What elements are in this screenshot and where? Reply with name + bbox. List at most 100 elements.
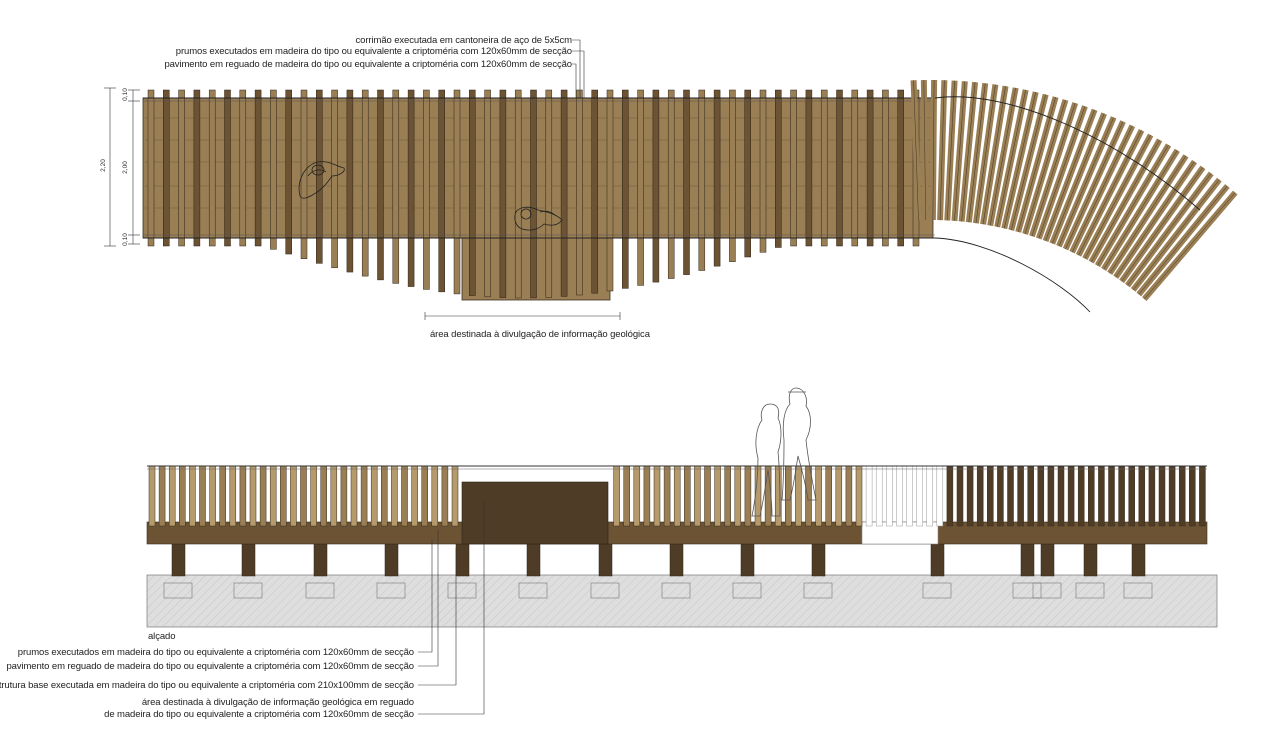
plan-curved-section [910,79,1238,313]
plan-post [407,89,415,287]
plan-post [392,89,400,284]
elevation-post [845,465,853,527]
footing [803,582,833,599]
elevation-post [926,465,933,527]
elevation-post [785,465,792,527]
curved-board-edge [1071,125,1133,253]
elevation-post [1199,465,1206,527]
elevation-post [1007,465,1014,527]
elevation-post [613,465,620,527]
plan-callout-deck: pavimento em reguado de madeira do tipo … [164,59,572,70]
elevation-post [865,465,873,527]
plan-post [713,89,721,267]
plan-post [316,89,323,264]
person-figure-plan-2 [514,206,563,231]
curved-board-edge [961,82,976,222]
plan-post [882,89,889,247]
elevation-post [916,465,923,527]
pier [1040,543,1055,577]
footing [518,582,548,599]
curved-board-edge [1017,97,1056,233]
elevation-post [451,465,459,527]
elevation-post [976,465,984,527]
pier [598,543,613,577]
elevation-post [1148,465,1156,527]
elevation-post [1037,465,1045,527]
elevation-post [320,465,327,527]
plan-post [683,89,690,275]
elevation-post [239,465,247,527]
elevation-post [411,465,418,527]
plan-post [576,89,583,296]
plan-post [652,89,660,283]
elevation-callout-posts: prumos executados em madeira do tipo ou … [17,647,414,658]
pier [384,543,399,577]
elevation-post [259,465,267,527]
elevation-post [896,465,903,527]
elevation-post [148,465,156,527]
elevation-post [249,465,257,527]
elevation-post [189,465,196,527]
elevation-post [1098,465,1105,527]
elevation-post [694,465,701,527]
elevation-post [401,465,408,527]
elevation-post [1128,465,1135,527]
elevation-post [421,465,428,527]
elevation-post [219,465,226,527]
footing [1075,582,1105,599]
plan-post [453,89,461,295]
elevation-post [350,465,358,527]
plan-post [606,89,614,292]
plan-callout-posts: prumos executados em madeira do tipo ou … [175,46,572,57]
elevation-post [936,465,944,527]
footing [590,582,620,599]
plan-post [836,89,843,247]
plan-post [346,89,354,273]
curved-board-edge [1004,92,1036,229]
pier [811,543,826,577]
elevation-post [875,465,883,527]
pier [1083,543,1098,577]
curved-board-edge [923,80,926,221]
elevation-post [1168,465,1176,527]
plan-post [729,89,736,262]
footing [1012,582,1042,599]
elevation-post [209,465,216,527]
pier [740,543,755,577]
plan-post [805,89,813,247]
plan-post [224,89,231,247]
elevation-post [1158,465,1166,527]
dimension-top-rail: 0,10 [121,88,129,101]
plan-post [469,89,476,296]
curved-board-edge [1109,155,1187,274]
elevation-post [1178,465,1186,527]
elevation-post [199,465,206,527]
curved-board-edge [1127,173,1212,286]
plan-post [484,89,491,298]
curved-board-edge [989,87,1016,226]
pier [526,543,541,577]
curved-board-edge [982,86,1006,225]
plan-post [866,89,874,247]
footing [1032,582,1062,599]
plan-post [178,89,185,247]
elevation-post [886,465,893,527]
elevation-post [290,465,297,527]
dimension-total: 2,20 [99,159,107,172]
elevation-post [280,465,287,527]
plan-post [667,89,675,279]
curved-board-edge [997,89,1026,227]
plan-post [820,89,828,247]
plan-post [377,89,384,281]
elevation-post [441,465,449,527]
person-silhouette-woman [751,403,782,517]
elevation-post [714,465,721,527]
elevation-callout-deck: pavimento em reguado de madeira do tipo … [6,661,414,672]
elevation-post [1067,465,1075,527]
elevation-post [158,465,166,527]
plan-post [622,89,629,289]
elevation-info-panel [461,481,609,545]
elevation-post [805,465,812,527]
plan-callout-handrail: corrimão executada em cantoneira de aço … [355,35,573,46]
